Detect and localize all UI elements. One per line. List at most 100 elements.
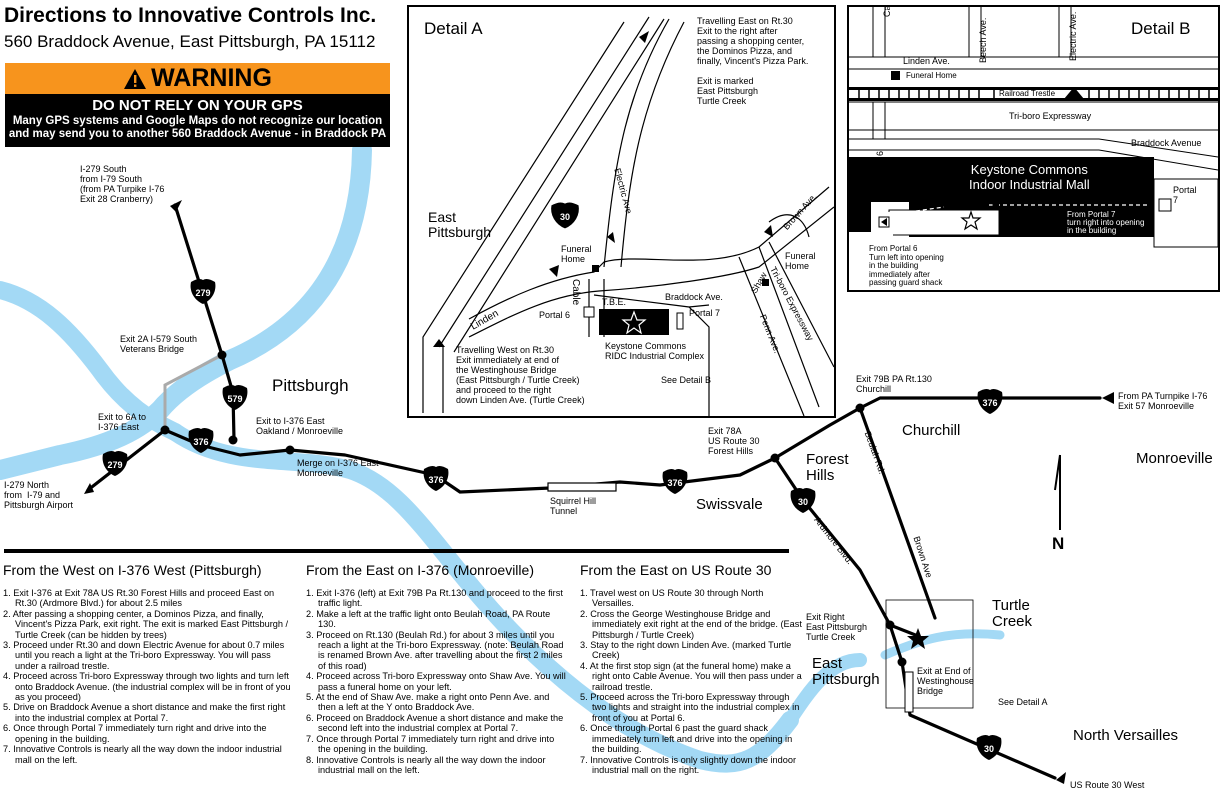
detail-a-portal-6: Portal 6 — [539, 310, 571, 320]
label-exit-6a: Exit to 6A to I-376 East — [98, 412, 147, 432]
directions-list: 1. Exit I-376 (left) at Exit 79B Pa Rt.1… — [306, 588, 568, 775]
section-divider — [4, 549, 789, 553]
direction-step: 1. Exit I-376 (left) at Exit 79B Pa Rt.1… — [306, 588, 563, 609]
detail-a-cable: Cable — [570, 279, 581, 306]
detail-a-map: 30 — [422, 16, 834, 416]
directions-list: 1. Travel west on US Route 30 through No… — [580, 588, 805, 775]
shield-376-icon: 376 — [977, 388, 1003, 414]
detail-b-railroad: Railroad Trestle — [999, 89, 1056, 98]
place-churchill: Churchill — [902, 422, 961, 439]
shield-30-icon — [550, 201, 580, 230]
portal-6-gate — [583, 306, 595, 318]
direction-step: 7. Innovative Controls is only slightly … — [580, 754, 797, 775]
westinghouse-bridge — [904, 671, 914, 713]
directions-list: 1. Exit I-376 at Exit 78A US Rt.30 Fores… — [3, 588, 295, 765]
direction-step: 1. Travel west on US Route 30 through No… — [580, 588, 764, 609]
warning-heading: WARNING — [151, 64, 272, 92]
shield-376-icon: 376 — [662, 468, 688, 494]
beulah-rd — [858, 406, 937, 620]
warning-line-2: Many GPS systems and Google Maps do not … — [8, 115, 387, 140]
turtle-creek — [880, 629, 1005, 660]
direction-step: 8. Innovative Controls is nearly all the… — [306, 754, 546, 775]
label-exit-78a: Exit 78A US Route 30 Forest Hills — [708, 426, 760, 456]
directions-heading: From the West on I-376 West (Pittsburgh) — [3, 562, 262, 578]
shield-label: 30 — [984, 744, 994, 754]
i376-turnpike — [858, 396, 1102, 410]
funeral-home-marker — [592, 265, 599, 272]
direction-step: 5. Drive on Braddock Avenue a short dist… — [3, 702, 286, 723]
arrow-us30-west — [1056, 772, 1066, 784]
shield-376-icon: 376 — [423, 465, 449, 491]
ardmore-blvd — [773, 456, 892, 627]
detail-b-panel: Detail B Cable Ave. Beech Ave. Electric … — [847, 5, 1220, 292]
warning-triangle-icon — [124, 68, 147, 89]
detail-a-panel: 30 Detail A East Pittsburgh Travelling E… — [407, 5, 836, 418]
place-north-versailles: North Versailles — [1073, 727, 1179, 744]
company-address: 560 Braddock Avenue, East Pittsburgh, PA… — [4, 32, 376, 51]
detail-a-tbe: T.B.E. — [602, 297, 627, 307]
north-arrow-icon — [1054, 454, 1061, 530]
detail-b-electric-ave: Electric Ave. — [1068, 11, 1078, 61]
place-monroeville: Monroeville — [1136, 450, 1213, 467]
label-exit-2a: Exit 2A I-579 South Veterans Bridge — [120, 334, 198, 354]
label-squirrel-hill: Squirrel Hill Tunnel — [550, 496, 597, 516]
direction-step: 4. At the first stop sign (at the funera… — [580, 660, 802, 692]
detail-a-travel-east: Travelling East on Rt.30 Exit to the rig… — [697, 16, 809, 106]
detail-a-funeral-home-2: Funeral Home — [785, 251, 816, 271]
shield-label: 376 — [982, 398, 997, 408]
direction-step: 3. Proceed under Rt.30 and down Electric… — [3, 640, 285, 671]
direction-step: 6. Once through Portal 6 past the guard … — [580, 723, 793, 755]
direction-step: 6. Proceed on Braddock Avenue a short di… — [306, 712, 564, 734]
detail-a-travel-west: Travelling West on Rt.30 Exit immediatel… — [456, 345, 585, 405]
river-west — [783, 653, 867, 727]
directions-east-i376: From the East on I-376 (Monroeville) 1. … — [306, 562, 568, 775]
place-forest-hills: Forest Hills — [806, 451, 849, 484]
directions-east-us30: From the East on US Route 30 1. Travel w… — [580, 562, 805, 775]
detail-b-title: Detail B — [1131, 19, 1191, 38]
warning-line-1: DO NOT RELY ON YOUR GPS — [92, 97, 303, 114]
label-merge-i376: Merge on I-376 East Monroeville — [297, 458, 379, 478]
funeral-home-marker — [762, 279, 769, 286]
detail-b-from-portal-7: From Portal 7 turn right into opening in… — [1067, 210, 1145, 235]
direction-step: 4. Proceed across Tri-boro Expressway th… — [3, 671, 291, 703]
label-us30-west: US Route 30 West — [1070, 780, 1145, 790]
location-star-icon — [621, 310, 647, 335]
direction-step: 2. Make a left at the traffic light onto… — [306, 608, 551, 630]
direction-step: 6. Once through Portal 7 immediately tur… — [3, 723, 267, 744]
direction-step: 5. At the end of Shaw Ave. make a right … — [306, 692, 550, 713]
place-swissvale: Swissvale — [696, 496, 763, 513]
squirrel-hill-tunnel — [547, 482, 617, 492]
detail-b-cable-ave: Cable Ave. — [882, 7, 892, 17]
directions-west: From the West on I-376 West (Pittsburgh)… — [3, 562, 295, 765]
shield-579-icon: 579 — [222, 384, 248, 410]
label-exit-right-ep: Exit Right East Pittsburgh Turtle Creek — [806, 612, 868, 642]
detail-b-beech-ave: Beech Ave. — [978, 17, 988, 63]
arrow-i279-south — [170, 200, 182, 212]
shield-label: 376 — [428, 475, 443, 485]
direction-step: 7. Innovative Controls is nearly all the… — [3, 744, 282, 765]
direction-step: 2. After passing a shopping center, a Do… — [3, 608, 289, 640]
shield-279-icon: 279 — [190, 278, 216, 304]
i376-road — [163, 406, 862, 494]
shield-label: 279 — [107, 460, 122, 470]
location-star-icon — [960, 210, 982, 231]
direction-step: 4. Proceed across Tri-boro Expressway on… — [306, 671, 566, 692]
detail-b-from-portal-6: From Portal 6 Turn left into opening in … — [869, 244, 944, 287]
detail-a-locator-box — [885, 599, 974, 709]
shield-label: 279 — [195, 288, 210, 298]
shield-label: 376 — [667, 478, 682, 488]
place-east-pittsburgh: East Pittsburgh — [812, 655, 880, 688]
label-from-turnpike: From PA Turnpike I-76 Exit 57 Monroevill… — [1118, 391, 1208, 411]
arrow-turnpike — [1102, 392, 1114, 404]
direction-step: 2. Cross the George Westinghouse Bridge … — [580, 608, 802, 640]
page-title: Directions to Innovative Controls Inc. — [4, 4, 377, 27]
shield-30-icon: 30 — [790, 487, 816, 513]
place-turtle-creek: Turtle Creek — [992, 597, 1033, 630]
detail-b-keystone: Keystone Commons Indoor Industrial Mall — [969, 162, 1090, 192]
detail-b-braddock-ave: Braddock Avenue — [1131, 138, 1202, 148]
arrow-i279-north — [84, 483, 94, 494]
label-exit-i376-east: Exit to I-376 East Oakland / Monroeville — [256, 416, 344, 436]
detail-a-braddock-ave: Braddock Ave. — [665, 292, 723, 302]
label-i279-north: I-279 North from I-79 and Pittsburgh Air… — [4, 480, 74, 510]
